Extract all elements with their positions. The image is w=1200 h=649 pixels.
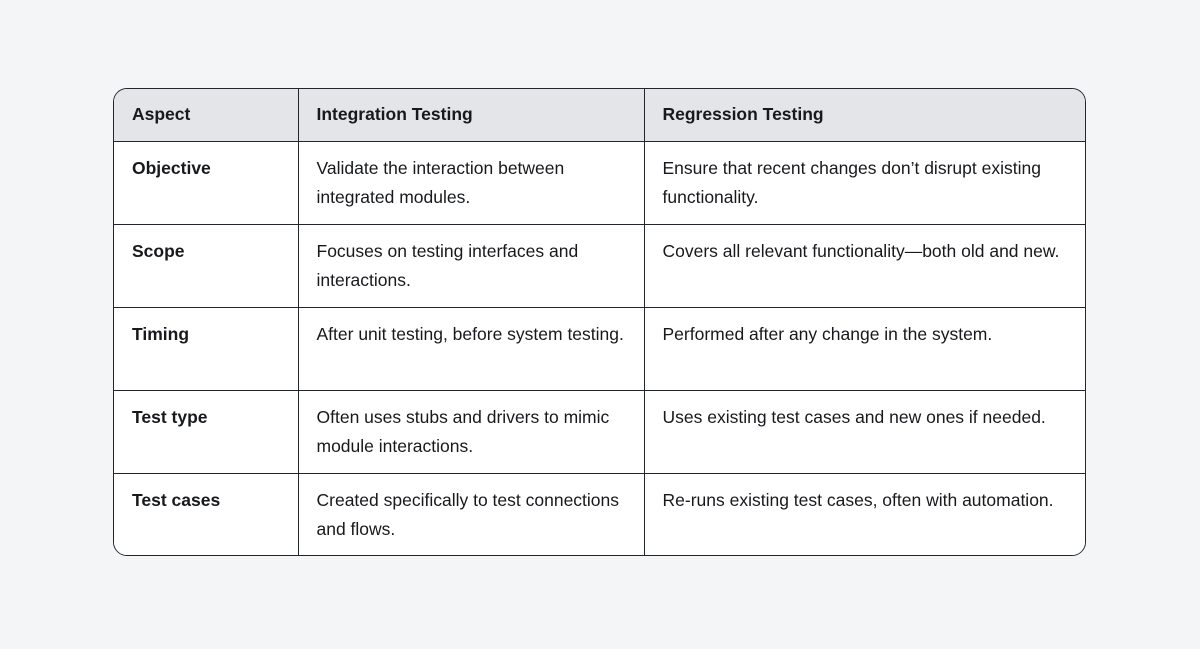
aspect-cell: Test type xyxy=(114,389,299,474)
column-header-regression-testing: Regression Testing xyxy=(643,89,1085,142)
table-row: Timing After unit testing, before system… xyxy=(114,306,1085,391)
integration-cell: Validate the interaction between integra… xyxy=(297,140,645,225)
aspect-cell: Timing xyxy=(114,306,299,391)
column-header-aspect: Aspect xyxy=(114,89,299,142)
regression-cell: Performed after any change in the system… xyxy=(643,306,1085,391)
comparison-table: Aspect Integration Testing Regression Te… xyxy=(113,88,1086,556)
integration-cell: After unit testing, before system testin… xyxy=(297,306,645,391)
integration-cell: Created specifically to test connections… xyxy=(297,472,645,555)
aspect-cell: Objective xyxy=(114,140,299,225)
integration-cell: Focuses on testing interfaces and intera… xyxy=(297,223,645,308)
table-row: Objective Validate the interaction betwe… xyxy=(114,140,1085,225)
table-body: Objective Validate the interaction betwe… xyxy=(114,140,1085,555)
column-header-integration-testing: Integration Testing xyxy=(297,89,645,142)
table-header: Aspect Integration Testing Regression Te… xyxy=(114,89,1085,142)
aspect-cell: Test cases xyxy=(114,472,299,555)
table-row: Scope Focuses on testing interfaces and … xyxy=(114,223,1085,308)
aspect-cell: Scope xyxy=(114,223,299,308)
header-row: Aspect Integration Testing Regression Te… xyxy=(114,89,1085,142)
regression-cell: Uses existing test cases and new ones if… xyxy=(643,389,1085,474)
regression-cell: Ensure that recent changes don’t disrupt… xyxy=(643,140,1085,225)
table-row: Test cases Created specifically to test … xyxy=(114,472,1085,555)
testing-comparison-table: Aspect Integration Testing Regression Te… xyxy=(114,89,1085,555)
regression-cell: Covers all relevant functionality—both o… xyxy=(643,223,1085,308)
integration-cell: Often uses stubs and drivers to mimic mo… xyxy=(297,389,645,474)
regression-cell: Re-runs existing test cases, often with … xyxy=(643,472,1085,555)
table-row: Test type Often uses stubs and drivers t… xyxy=(114,389,1085,474)
